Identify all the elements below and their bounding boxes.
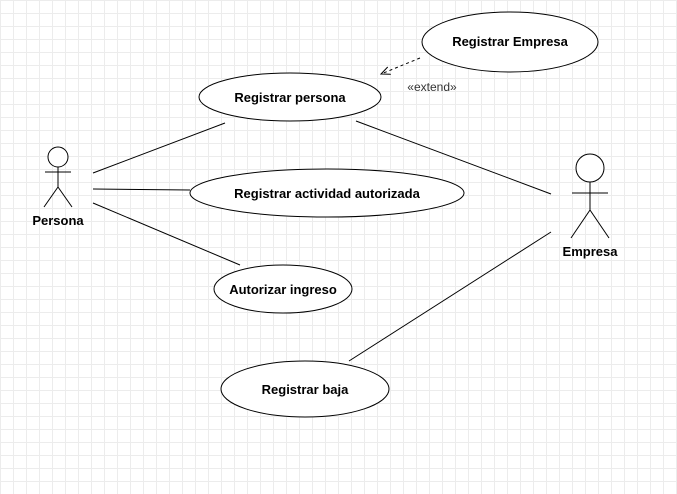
use-case-registrar-actividad[interactable]: Registrar actividad autorizada xyxy=(189,168,465,218)
use-case-label: Autorizar ingreso xyxy=(229,282,337,297)
association-persona-registrar-actividad[interactable] xyxy=(92,188,191,191)
actor-head-icon xyxy=(575,153,605,183)
actor-head-icon xyxy=(47,146,69,168)
association-persona-autorizar-ingreso[interactable] xyxy=(92,202,241,266)
use-case-label: Registrar baja xyxy=(262,382,349,397)
actor-right-leg xyxy=(57,186,73,208)
use-case-label: Registrar actividad autorizada xyxy=(234,186,420,201)
actor-empresa[interactable] xyxy=(570,153,610,239)
actor-left-leg xyxy=(570,209,591,239)
use-case-registrar-baja[interactable]: Registrar baja xyxy=(220,360,390,418)
extend-arrow[interactable] xyxy=(381,57,421,74)
association-empresa-registrar-baja[interactable] xyxy=(348,231,552,362)
use-case-autorizar-ingreso[interactable]: Autorizar ingreso xyxy=(213,264,353,314)
actor-label-empresa: Empresa xyxy=(563,244,619,259)
actor-persona[interactable] xyxy=(43,146,73,208)
association-persona-registrar-persona[interactable] xyxy=(92,122,226,174)
actor-left-leg xyxy=(43,186,59,208)
use-case-label: Registrar Empresa xyxy=(452,34,568,49)
use-case-registrar-empresa[interactable]: Registrar Empresa xyxy=(421,11,599,73)
extend-label: «extend» xyxy=(407,80,457,94)
actor-label-persona: Persona xyxy=(32,213,84,228)
actor-right-leg xyxy=(589,209,610,239)
association-empresa-registrar-persona[interactable] xyxy=(355,120,552,195)
use-case-registrar-persona[interactable]: Registrar persona xyxy=(198,72,382,122)
use-case-label: Registrar persona xyxy=(234,90,346,105)
